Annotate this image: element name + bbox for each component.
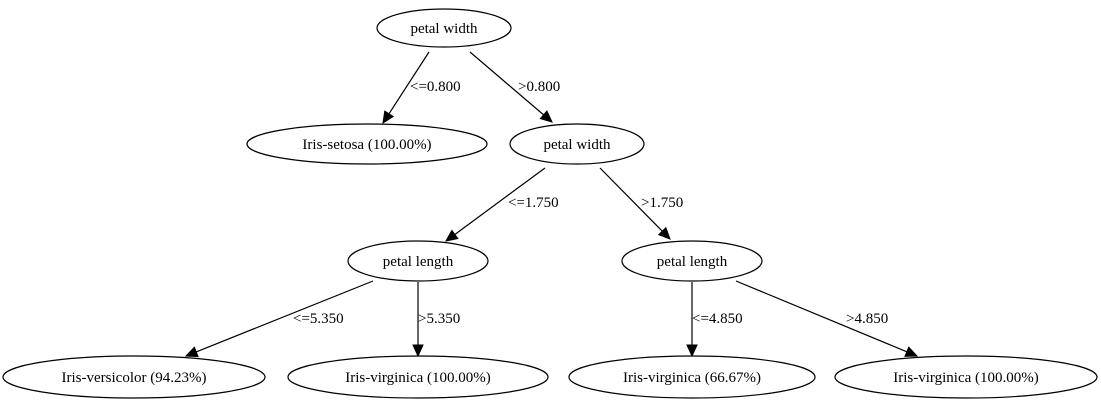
edge-line bbox=[735, 280, 908, 353]
arrowhead bbox=[184, 346, 199, 358]
node-label: petal width bbox=[410, 21, 478, 37]
node-ellipse bbox=[287, 355, 549, 399]
arrowhead bbox=[412, 344, 424, 358]
arrowhead bbox=[657, 226, 671, 240]
node-label: Iris-setosa (100.00%) bbox=[302, 137, 431, 153]
node-label: petal width bbox=[543, 137, 611, 153]
node-ellipse bbox=[568, 355, 816, 399]
edge-line bbox=[469, 51, 545, 116]
leaf-node-virginica2: Iris-virginica (66.67%) bbox=[568, 355, 816, 399]
edge-label: >5.350 bbox=[418, 311, 460, 327]
edge-label: >1.750 bbox=[641, 195, 683, 211]
leaf-node-virginica1: Iris-virginica (100.00%) bbox=[287, 355, 549, 399]
node-label: petal length bbox=[657, 254, 728, 270]
edge-pw2-to-pl_right: >1.750 bbox=[599, 167, 683, 240]
leaf-node-versicolor: Iris-versicolor (94.23%) bbox=[2, 355, 266, 399]
leaf-node-virginica3: Iris-virginica (100.00%) bbox=[834, 355, 1098, 399]
node-label: petal length bbox=[383, 254, 454, 270]
edge-line bbox=[454, 167, 546, 235]
split-node-root: petal width bbox=[376, 8, 512, 48]
node-ellipse bbox=[621, 240, 763, 282]
arrowhead bbox=[904, 346, 919, 357]
node-ellipse bbox=[376, 8, 512, 48]
leaf-node-setosa: Iris-setosa (100.00%) bbox=[246, 123, 488, 165]
node-ellipse bbox=[509, 123, 645, 165]
node-label: Iris-virginica (66.67%) bbox=[623, 370, 761, 386]
node-label: Iris-virginica (100.00%) bbox=[893, 370, 1039, 386]
split-node-pw2: petal width bbox=[509, 123, 645, 165]
edge-line bbox=[195, 280, 374, 353]
edge-label: >0.800 bbox=[518, 79, 560, 95]
node-label: Iris-virginica (100.00%) bbox=[345, 370, 491, 386]
split-node-pl_right: petal length bbox=[621, 240, 763, 282]
edge-root-to-setosa: <=0.800 bbox=[382, 51, 461, 125]
edge-root-to-pw2: >0.800 bbox=[469, 51, 560, 123]
node-ellipse bbox=[246, 123, 488, 165]
edge-pw2-to-pl_left: <=1.750 bbox=[445, 167, 559, 242]
edge-pl_right-to-virginica2: <=4.850 bbox=[686, 282, 743, 358]
node-label: Iris-versicolor (94.23%) bbox=[62, 370, 207, 386]
edge-line bbox=[388, 51, 430, 115]
edge-label: <=0.800 bbox=[410, 79, 461, 95]
edge-label: >4.850 bbox=[846, 311, 888, 327]
arrowhead bbox=[445, 229, 459, 242]
edge-label: <=1.750 bbox=[508, 195, 559, 211]
arrowhead bbox=[382, 110, 395, 125]
edge-pl_left-to-virginica1: >5.350 bbox=[412, 282, 460, 358]
edge-line bbox=[599, 167, 663, 232]
arrowhead bbox=[539, 110, 553, 123]
node-ellipse bbox=[834, 355, 1098, 399]
edge-pl_left-to-versicolor: <=5.350 bbox=[184, 280, 374, 358]
edge-label: <=5.350 bbox=[293, 311, 344, 327]
edge-label: <=4.850 bbox=[692, 311, 743, 327]
node-ellipse bbox=[347, 240, 489, 282]
split-node-pl_left: petal length bbox=[347, 240, 489, 282]
edge-pl_right-to-virginica3: >4.850 bbox=[735, 280, 919, 357]
edges-layer: <=0.800 >0.800 <=1.750 >1.750 <=5.350 >5.350 <… bbox=[184, 51, 919, 358]
arrowhead bbox=[686, 344, 698, 358]
node-ellipse bbox=[2, 355, 266, 399]
